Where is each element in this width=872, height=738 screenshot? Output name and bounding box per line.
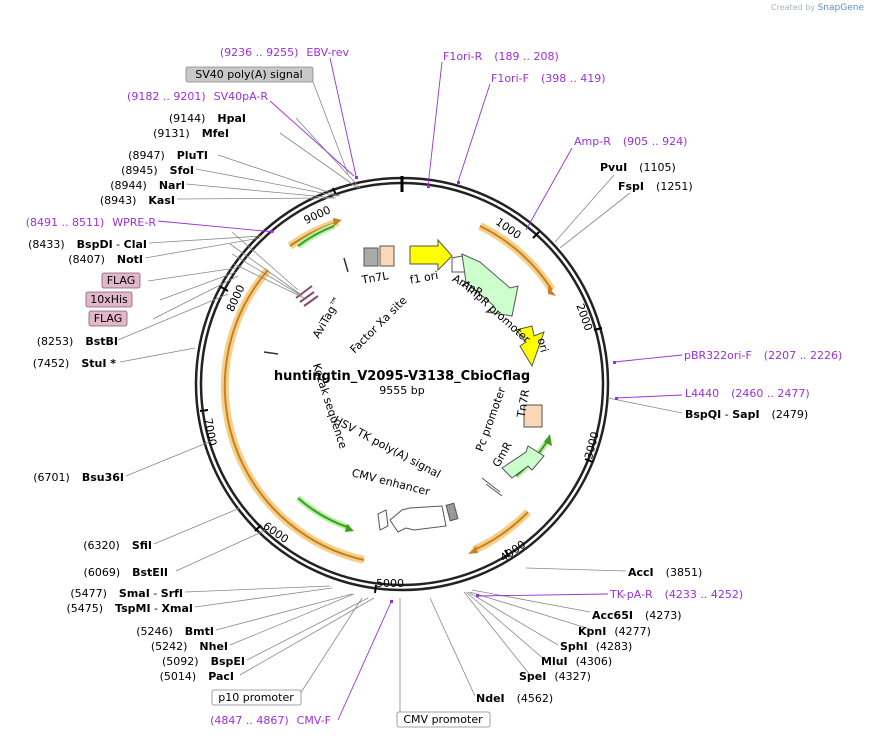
site-mfei: (9131)MfeI: [153, 127, 229, 140]
site-sfoi: (8945)SfoI: [121, 164, 194, 177]
boxed-feature-flag-2[interactable]: FLAG: [88, 310, 128, 327]
tick-label-5000: 5000: [376, 577, 404, 590]
site-smai-srfi: (5477)SmaI - SrfI: [70, 587, 183, 600]
primer-f1ori-f: F1ori-F(398 .. 419): [491, 72, 606, 85]
site-pvui: PvuI(1105): [600, 161, 676, 174]
site-spei: SpeI(4327): [519, 670, 591, 683]
site-bsteii: (6069)BstEII: [84, 566, 168, 579]
boxed-feature-10xhis[interactable]: 10xHis: [85, 291, 133, 308]
site-bspqi-sapi: BspQI - SapI(2479): [685, 408, 808, 421]
label-hsv-tk-polya: HSV TK poly(A) signal: [331, 413, 442, 480]
primer-ticks: [270, 176, 618, 603]
factor-xa-mark: [343, 257, 349, 273]
svg-text:FLAG: FLAG: [94, 312, 123, 325]
boxed-feature-flag-1[interactable]: FLAG: [101, 272, 141, 289]
tag-marks: [295, 285, 319, 307]
label-tn7l: Tn7L: [360, 269, 391, 287]
boxed-feature-p10-promoter[interactable]: p10 promoter: [211, 689, 302, 706]
label-ori: ori: [535, 337, 551, 354]
svg-text:FLAG: FLAG: [107, 274, 136, 287]
site-acc65i: Acc65I(4273): [592, 609, 682, 622]
label-f1-ori: f1 ori: [409, 269, 440, 287]
site-ndei: NdeI(4562): [476, 692, 553, 705]
site-stui: (7452)StuI *: [33, 357, 117, 370]
tn7r-box[interactable]: [523, 404, 543, 428]
primer-tk-pa-r: TK-pA-R(4233 .. 4252): [609, 588, 743, 601]
svg-text:p10 promoter: p10 promoter: [218, 691, 294, 704]
site-mlui: MluI(4306): [541, 655, 612, 668]
cmv-small-arrow[interactable]: [377, 509, 389, 531]
site-nari: (8944)NarI: [110, 179, 185, 192]
ori-arrow[interactable]: [515, 325, 545, 368]
primer-wpre-r: (8491 .. 8511)WPRE-R: [26, 216, 157, 229]
site-bspei: (5092)BspEI: [162, 655, 245, 668]
svg-text:SV40 poly(A) signal: SV40 poly(A) signal: [195, 68, 302, 81]
primer-amp-r: Amp-R(905 .. 924): [574, 135, 687, 148]
site-sfii: (6320)SfiI: [83, 539, 152, 552]
primer-l4440: L4440(2460 .. 2477): [685, 387, 810, 400]
site-bsu36i: (6701)Bsu36I: [33, 471, 124, 484]
primer-ebv-rev: (9236 .. 9255)EBV-rev: [220, 46, 350, 59]
kozak-mark: [263, 351, 279, 355]
pc-promoter-mark: [481, 477, 503, 497]
tick-label-7000: 7000: [201, 417, 219, 447]
hsv-tk-box[interactable]: [445, 502, 459, 522]
feature-arcs: [220, 218, 556, 564]
primer-sv40pa-r: (9182 .. 9201)SV40pA-R: [127, 90, 268, 103]
gmr-arrow[interactable]: [501, 445, 545, 479]
primer-f1ori-r: F1ori-R(189 .. 208): [443, 50, 559, 63]
tn7l-gray-box[interactable]: [363, 247, 379, 267]
boxed-feature-cmv-promoter[interactable]: CMV promoter: [396, 711, 491, 728]
f1-ori-arrow[interactable]: [409, 238, 453, 272]
site-kpni: KpnI(4277): [578, 625, 651, 638]
site-kasi: (8943)KasI: [100, 194, 175, 207]
plasmid-size: 9555 bp: [379, 384, 424, 397]
tick-label-4000: 4000: [498, 538, 528, 565]
svg-text:CMV promoter: CMV promoter: [403, 713, 483, 726]
boxed-feature-sv40-polya[interactable]: SV40 poly(A) signal: [185, 66, 314, 83]
label-factor-xa-site: Factor Xa site: [348, 294, 410, 356]
site-fspi: FspI(1251): [618, 180, 693, 193]
label-tn7r: Tn7R: [514, 388, 532, 419]
svg-text:10xHis: 10xHis: [90, 293, 128, 306]
primer-cmv-f: (4847 .. 4867)CMV-F: [210, 714, 331, 727]
cmv-enhancer-arrow[interactable]: [389, 505, 447, 533]
site-pluti: (8947)PluTI: [128, 149, 208, 162]
site-bmti: (5246)BmtI: [136, 625, 214, 638]
snapgene-credit: Created by SnapGene: [771, 3, 864, 13]
credit-prefix: Created by: [771, 3, 816, 12]
site-acci: AccI(3851): [628, 566, 702, 579]
snapgene-logo-text: SnapGene: [817, 3, 864, 13]
site-hpai: (9144)HpaI: [169, 112, 246, 125]
site-paci: (5014)PacI: [160, 670, 234, 683]
plasmid-name: huntingtin_V2095-V3138_CbioCflag: [274, 369, 530, 384]
primer-pbr322ori-f: pBR322ori-F(2207 .. 2226): [684, 349, 842, 362]
site-tspmi-xmai: (5475)TspMI - XmaI: [66, 602, 193, 615]
site-nhei: (5242)NheI: [151, 640, 228, 653]
site-bstbi: (8253)BstBI: [37, 335, 118, 348]
tn7l-box[interactable]: [379, 245, 395, 267]
site-sphi: SphI(4283): [560, 640, 632, 653]
site-bspdi-clai: (8433)BspDI - ClaI: [28, 238, 147, 251]
tick-marks: [199, 187, 603, 594]
primer-leaders: [157, 57, 683, 721]
label-avitag: AviTag™: [310, 294, 344, 340]
site-noti: (8407)NotI: [68, 253, 143, 266]
ampr-arrow[interactable]: [461, 253, 519, 317]
